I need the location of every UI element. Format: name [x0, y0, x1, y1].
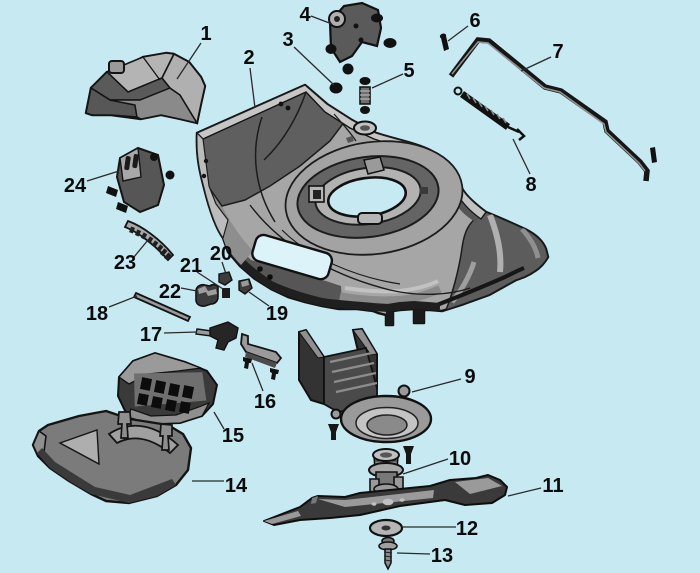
svg-text:10: 10 [449, 448, 471, 470]
svg-text:20: 20 [210, 243, 232, 265]
svg-text:9: 9 [464, 366, 475, 388]
svg-text:6: 6 [469, 10, 480, 32]
svg-text:12: 12 [456, 518, 478, 540]
svg-text:19: 19 [266, 303, 288, 325]
svg-text:13: 13 [431, 545, 453, 567]
svg-text:22: 22 [159, 281, 181, 303]
svg-text:1: 1 [200, 23, 211, 45]
svg-text:8: 8 [525, 174, 536, 196]
svg-text:2: 2 [243, 47, 254, 69]
svg-text:14: 14 [225, 475, 248, 497]
svg-text:15: 15 [222, 425, 244, 447]
svg-text:16: 16 [254, 391, 276, 413]
svg-text:7: 7 [552, 41, 563, 63]
svg-text:3: 3 [282, 29, 293, 51]
svg-text:21: 21 [180, 255, 202, 277]
svg-text:11: 11 [542, 475, 563, 497]
svg-text:24: 24 [64, 175, 87, 197]
svg-text:18: 18 [86, 303, 108, 325]
svg-text:4: 4 [299, 4, 311, 26]
svg-text:23: 23 [114, 252, 136, 274]
svg-text:17: 17 [140, 324, 162, 346]
svg-text:5: 5 [403, 60, 414, 82]
